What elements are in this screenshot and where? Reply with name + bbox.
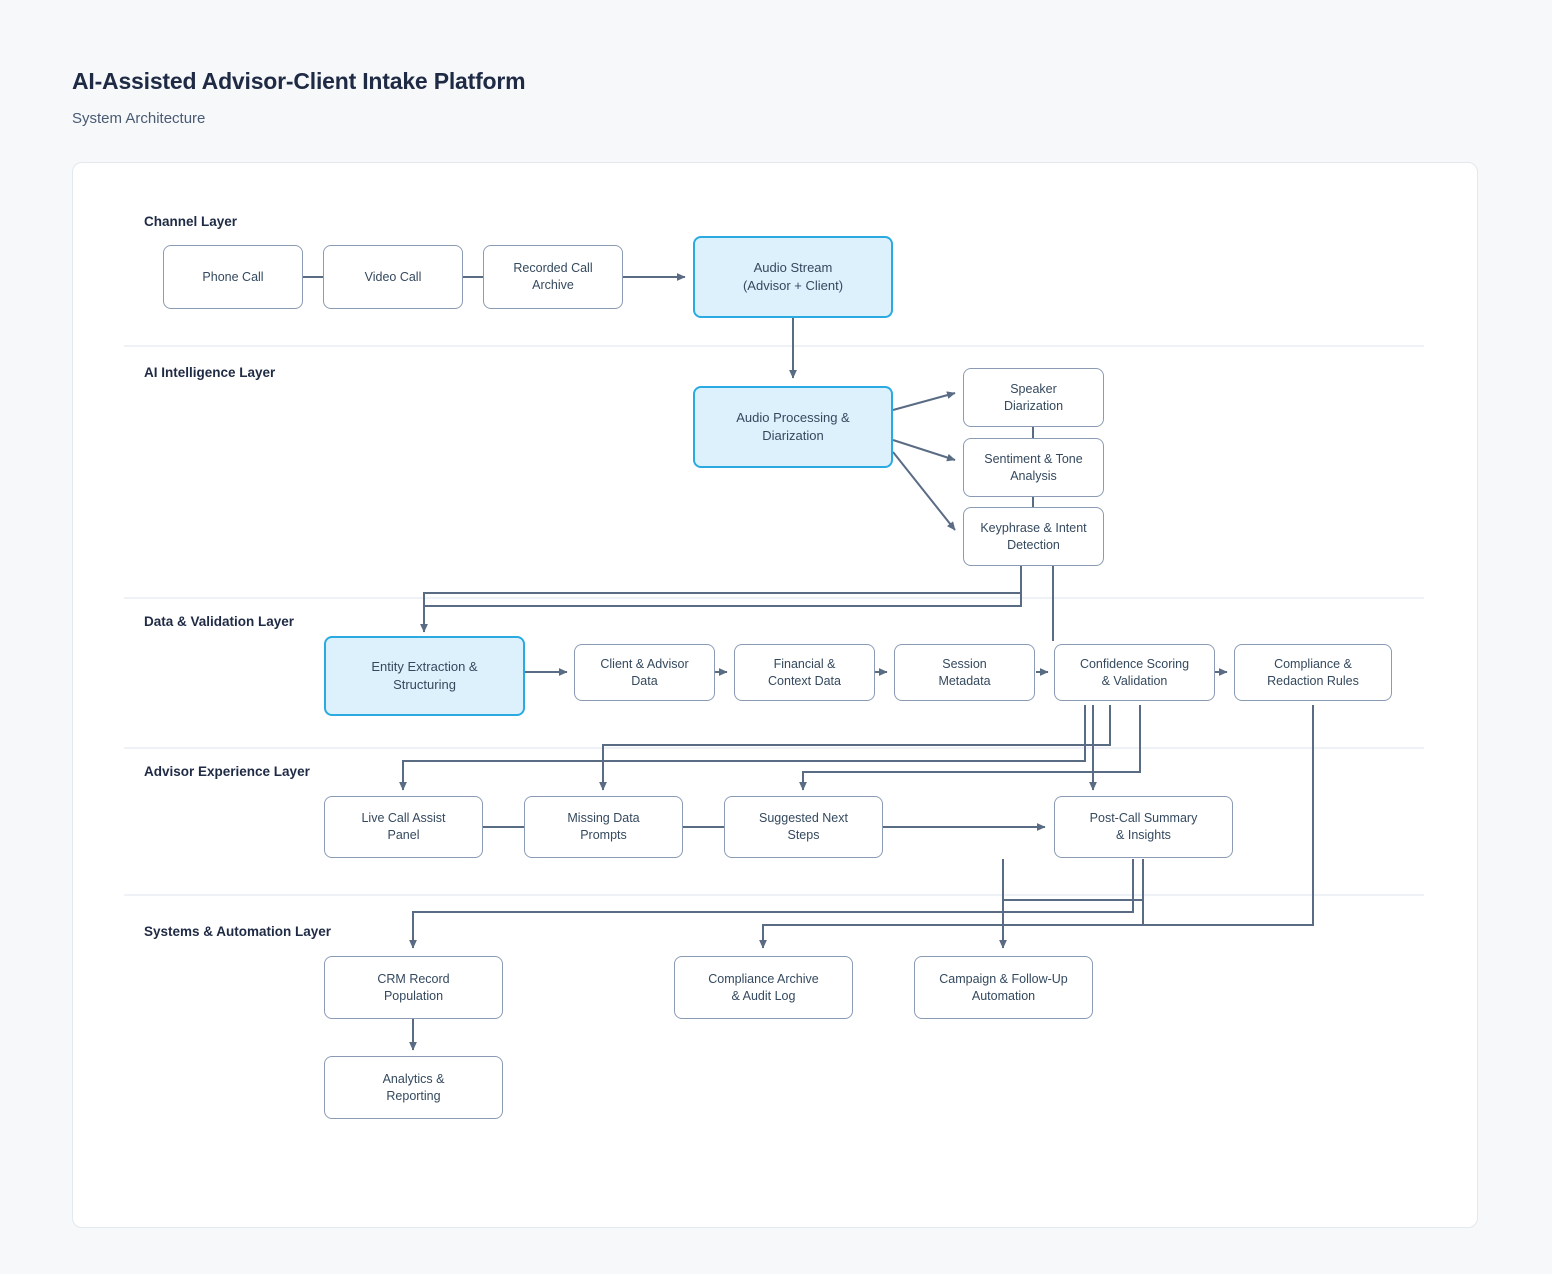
node-label: Confidence Scoring & Validation xyxy=(1079,656,1190,688)
node-campaign-followup-automation[interactable]: Campaign & Follow-Up Automation xyxy=(914,956,1093,1019)
layer-label-systems-automation: Systems & Automation Layer xyxy=(144,924,332,939)
node-live-call-assist-panel[interactable]: Live Call Assist Panel xyxy=(324,796,483,858)
node-label: Keyphrase & Intent Detection xyxy=(980,520,1087,552)
layer-label-advisor-experience: Advisor Experience Layer xyxy=(144,764,310,779)
node-post-call-summary-insights[interactable]: Post-Call Summary & Insights xyxy=(1054,796,1233,858)
page-title: AI-Assisted Advisor-Client Intake Platfo… xyxy=(72,68,526,94)
node-label: Audio Stream (Advisor + Client) xyxy=(742,260,844,293)
node-label: Recorded Call Archive xyxy=(513,261,593,292)
node-entity-extraction-structuring[interactable]: Entity Extraction & Structuring xyxy=(324,636,525,716)
node-financial-context-data[interactable]: Financial & Context Data xyxy=(734,644,875,701)
node-video-call[interactable]: Video Call xyxy=(323,245,463,309)
node-keyphrase-intent-detection[interactable]: Keyphrase & Intent Detection xyxy=(963,507,1104,566)
node-label: Missing Data Prompts xyxy=(567,811,640,842)
node-label: Audio Processing & Diarization xyxy=(736,410,850,443)
node-audio-stream[interactable]: Audio Stream (Advisor + Client) xyxy=(693,236,893,318)
node-label: Video Call xyxy=(364,269,422,284)
node-label: Post-Call Summary & Insights xyxy=(1089,811,1198,842)
node-analytics-reporting[interactable]: Analytics & Reporting xyxy=(324,1056,503,1119)
node-phone-call[interactable]: Phone Call xyxy=(163,245,303,309)
node-crm-record-population[interactable]: CRM Record Population xyxy=(324,956,503,1019)
node-label: CRM Record Population xyxy=(377,971,450,1003)
node-label: Campaign & Follow-Up Automation xyxy=(939,971,1068,1003)
layer-label-ai-intelligence: AI Intelligence Layer xyxy=(144,365,276,380)
page-subtitle: System Architecture xyxy=(72,110,206,127)
layer-label-channel: Channel Layer xyxy=(144,214,238,229)
node-label: Financial & Context Data xyxy=(768,656,841,688)
node-label: Entity Extraction & Structuring xyxy=(371,659,478,692)
node-confidence-scoring-validation[interactable]: Confidence Scoring & Validation xyxy=(1054,644,1215,701)
node-suggested-next-steps[interactable]: Suggested Next Steps xyxy=(724,796,883,858)
node-compliance-archive-audit-log[interactable]: Compliance Archive & Audit Log xyxy=(674,956,853,1019)
node-label: Suggested Next Steps xyxy=(759,811,848,842)
node-sentiment-tone-analysis[interactable]: Sentiment & Tone Analysis xyxy=(963,438,1104,497)
layer-label-data-validation: Data & Validation Layer xyxy=(144,614,295,629)
node-recorded-call-archive[interactable]: Recorded Call Archive xyxy=(483,245,623,309)
node-label: Compliance & Redaction Rules xyxy=(1267,656,1359,688)
node-client-advisor-data[interactable]: Client & Advisor Data xyxy=(574,644,715,701)
node-label: Sentiment & Tone Analysis xyxy=(984,451,1083,483)
node-audio-processing-diarization[interactable]: Audio Processing & Diarization xyxy=(693,386,893,468)
node-label: Live Call Assist Panel xyxy=(361,811,446,842)
node-missing-data-prompts[interactable]: Missing Data Prompts xyxy=(524,796,683,858)
node-label: Analytics & Reporting xyxy=(382,1071,445,1103)
node-session-metadata[interactable]: Session Metadata xyxy=(894,644,1035,701)
node-label: Phone Call xyxy=(202,269,264,284)
node-compliance-redaction-rules[interactable]: Compliance & Redaction Rules xyxy=(1234,644,1392,701)
node-label: Client & Advisor Data xyxy=(600,656,689,688)
node-speaker-diarization[interactable]: Speaker Diarization xyxy=(963,368,1104,427)
node-label: Compliance Archive & Audit Log xyxy=(708,971,819,1003)
node-label: Session Metadata xyxy=(938,656,991,688)
node-label: Speaker Diarization xyxy=(1003,381,1064,413)
